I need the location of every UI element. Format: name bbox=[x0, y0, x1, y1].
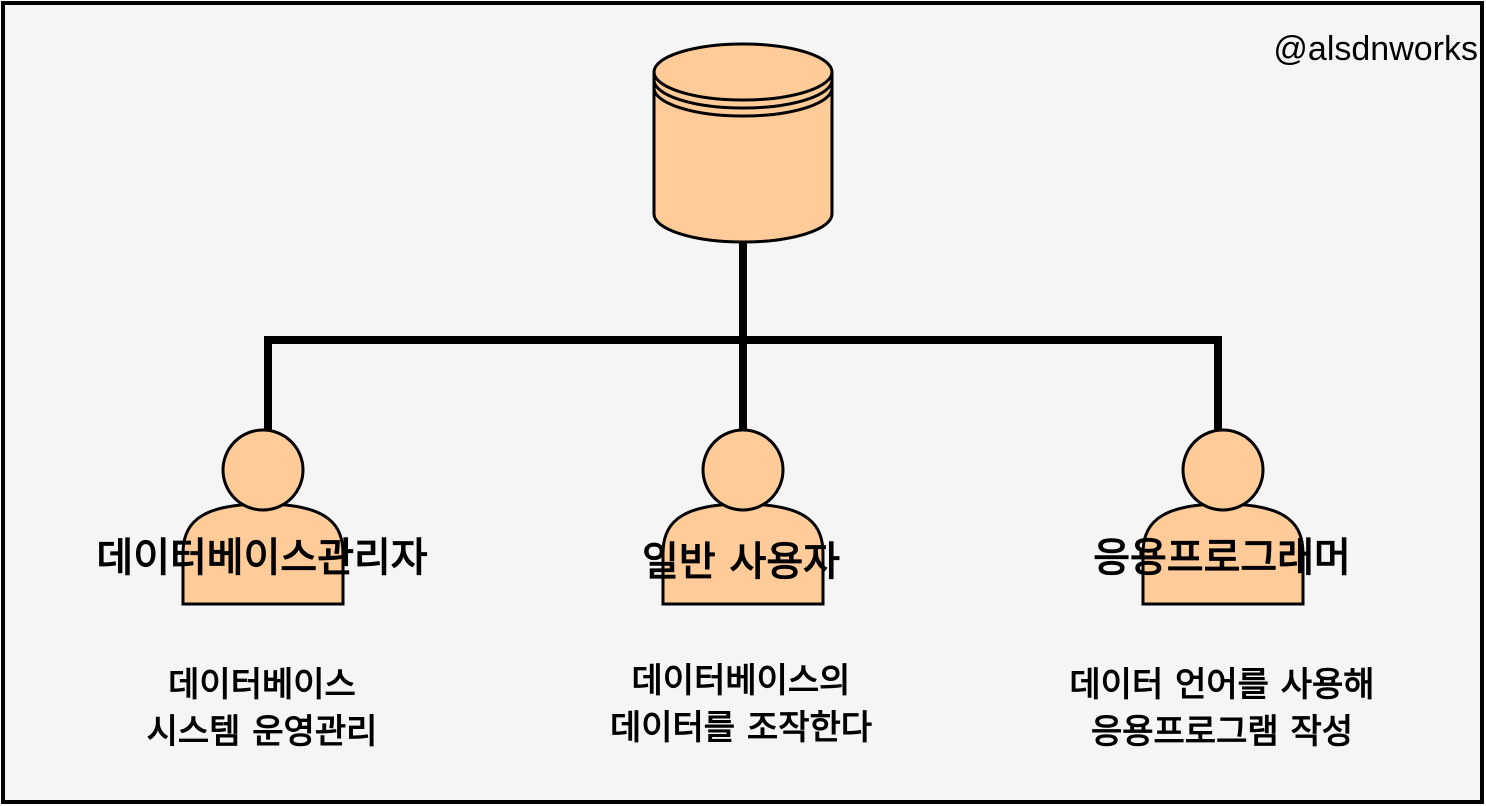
node-description-user: 데이터베이스의 데이터를 조작한다 bbox=[610, 658, 872, 752]
person-icon-user bbox=[661, 428, 825, 606]
description-line: 응용프로그램 작성 bbox=[1090, 712, 1354, 752]
person-icon-programmer bbox=[1141, 428, 1305, 606]
description-line: 데이터베이스의 bbox=[631, 661, 851, 701]
person-icon-admin bbox=[181, 428, 345, 606]
node-title-admin: 데이터베이스관리자 bbox=[96, 535, 428, 581]
watermark-text: @alsdnworks bbox=[1273, 30, 1478, 68]
tree-connectors bbox=[264, 240, 1222, 437]
node-title-user: 일반 사용자 bbox=[642, 539, 840, 585]
database-icon bbox=[652, 42, 834, 244]
node-description-admin: 데이터베이스 시스템 운영관리 bbox=[147, 662, 378, 756]
node-title-programmer: 응용프로그래머 bbox=[1093, 535, 1351, 581]
description-line: 데이터를 조작한다 bbox=[609, 708, 873, 748]
description-line: 시스템 운영관리 bbox=[146, 712, 378, 752]
node-description-programmer: 데이터 언어를 사용해 응용프로그램 작성 bbox=[1069, 662, 1374, 756]
description-line: 데이터베이스 bbox=[168, 665, 356, 705]
description-line: 데이터 언어를 사용해 bbox=[1069, 665, 1375, 705]
